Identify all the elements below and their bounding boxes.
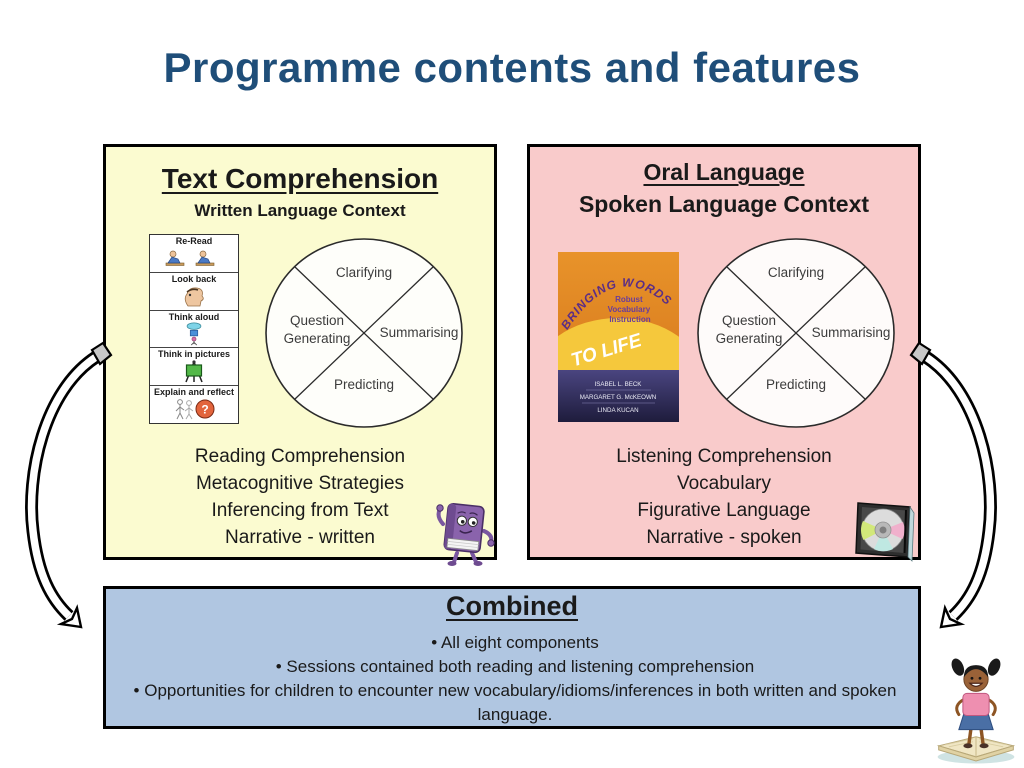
slide-title: Programme contents and features [163,44,861,91]
strategy-label: Explain and reflect [153,387,235,398]
bringing-words-to-life-book-cover: BRINGING WORDS Robust Vocabulary Instruc… [558,252,679,422]
explain-and-reflect-icon: ? [175,399,215,420]
spoken-language-context-subheading: Spoken Language Context [578,191,870,217]
strategy-strip: Re-Read Look back [149,234,239,424]
outcome-line: Vocabulary [676,473,771,494]
strategy-label: Re-Read [175,236,213,246]
combined-bullet: All eight components [120,631,910,655]
strategy-cell-re-read: Re-Read [150,235,238,273]
oral-outcomes-list: Listening Comprehension Vocabulary Figur… [530,443,918,551]
strategy-cell-think-in-pictures: Think in pictures [150,348,238,387]
curved-arrow-right-icon [909,341,997,629]
strategy-label: Think aloud [168,311,220,322]
outcome-line: Narrative - written [225,527,375,548]
circle-label-question-generating: Question Generating [715,313,783,346]
combined-box: Combined All eight components Sessions c… [103,586,921,729]
re-read-icon [165,250,215,266]
outcome-line: Listening Comprehension [616,446,832,467]
strategy-cell-explain-and-reflect: Explain and reflect ? [150,386,238,423]
think-aloud-icon [186,322,202,345]
circle-label-summarising: Summarising [379,325,459,340]
circle-label-predicting: Predicting [765,377,827,392]
text-comprehension-heading: Text Comprehension [161,163,439,194]
outcome-line: Reading Comprehension [194,446,406,467]
strategy-cell-think-aloud: Think aloud [150,311,238,349]
look-back-icon [184,287,204,307]
circle-label-summarising: Summarising [811,325,891,340]
combined-bullet: Opportunities for children to encounter … [120,679,910,727]
strategy-cell-look-back: Look back [150,273,238,311]
book-author-1: ISABEL L. BECK [595,381,643,388]
strategies-circle-left: Clarifying Question Generating Summarisi… [263,236,465,430]
strategies-circle-right: Clarifying Question Generating Summarisi… [695,236,897,430]
purple-book-mascot-icon [436,502,495,566]
svg-text:Robust Vocabulary: Robust Vocabulary Instruction [608,295,653,324]
circle-label-predicting: Predicting [333,377,395,392]
oral-language-heading: Oral Language [643,159,805,185]
curved-arrow-left-icon [25,341,113,629]
strategy-label: Look back [171,273,217,284]
strategy-label: Think in pictures [157,349,230,360]
oral-language-box: Oral Language Spoken Language Context BR… [527,144,921,562]
cd-icon [855,502,915,562]
circle-label-clarifying: Clarifying [335,265,393,280]
outcome-line: Inferencing from Text [211,500,389,521]
combined-bullet: Sessions contained both reading and list… [120,655,910,679]
circle-diagram [697,238,895,428]
question-mark-glyph: ? [201,403,208,417]
think-in-pictures-icon [185,360,203,383]
circle-diagram [265,238,463,428]
combined-heading: Combined [446,591,578,621]
outcome-line: Metacognitive Strategies [195,473,405,494]
outcome-line: Narrative - spoken [646,527,802,548]
text-outcomes-list: Reading Comprehension Metacognitive Stra… [106,443,494,551]
outcome-line: Figurative Language [637,500,811,521]
book-author-2: MARGARET G. McKEOWN [580,394,657,401]
text-comprehension-box: Text Comprehension Written Language Cont… [103,144,497,566]
book-author-3: LINDA KUCAN [597,407,638,414]
combined-bullet-list: All eight components Sessions contained … [120,631,910,727]
circle-label-clarifying: Clarifying [767,265,825,280]
circle-label-question-generating: Question Generating [283,313,351,346]
written-language-context-subheading: Written Language Context [194,201,406,220]
girl-on-book-clipart [936,658,1016,764]
